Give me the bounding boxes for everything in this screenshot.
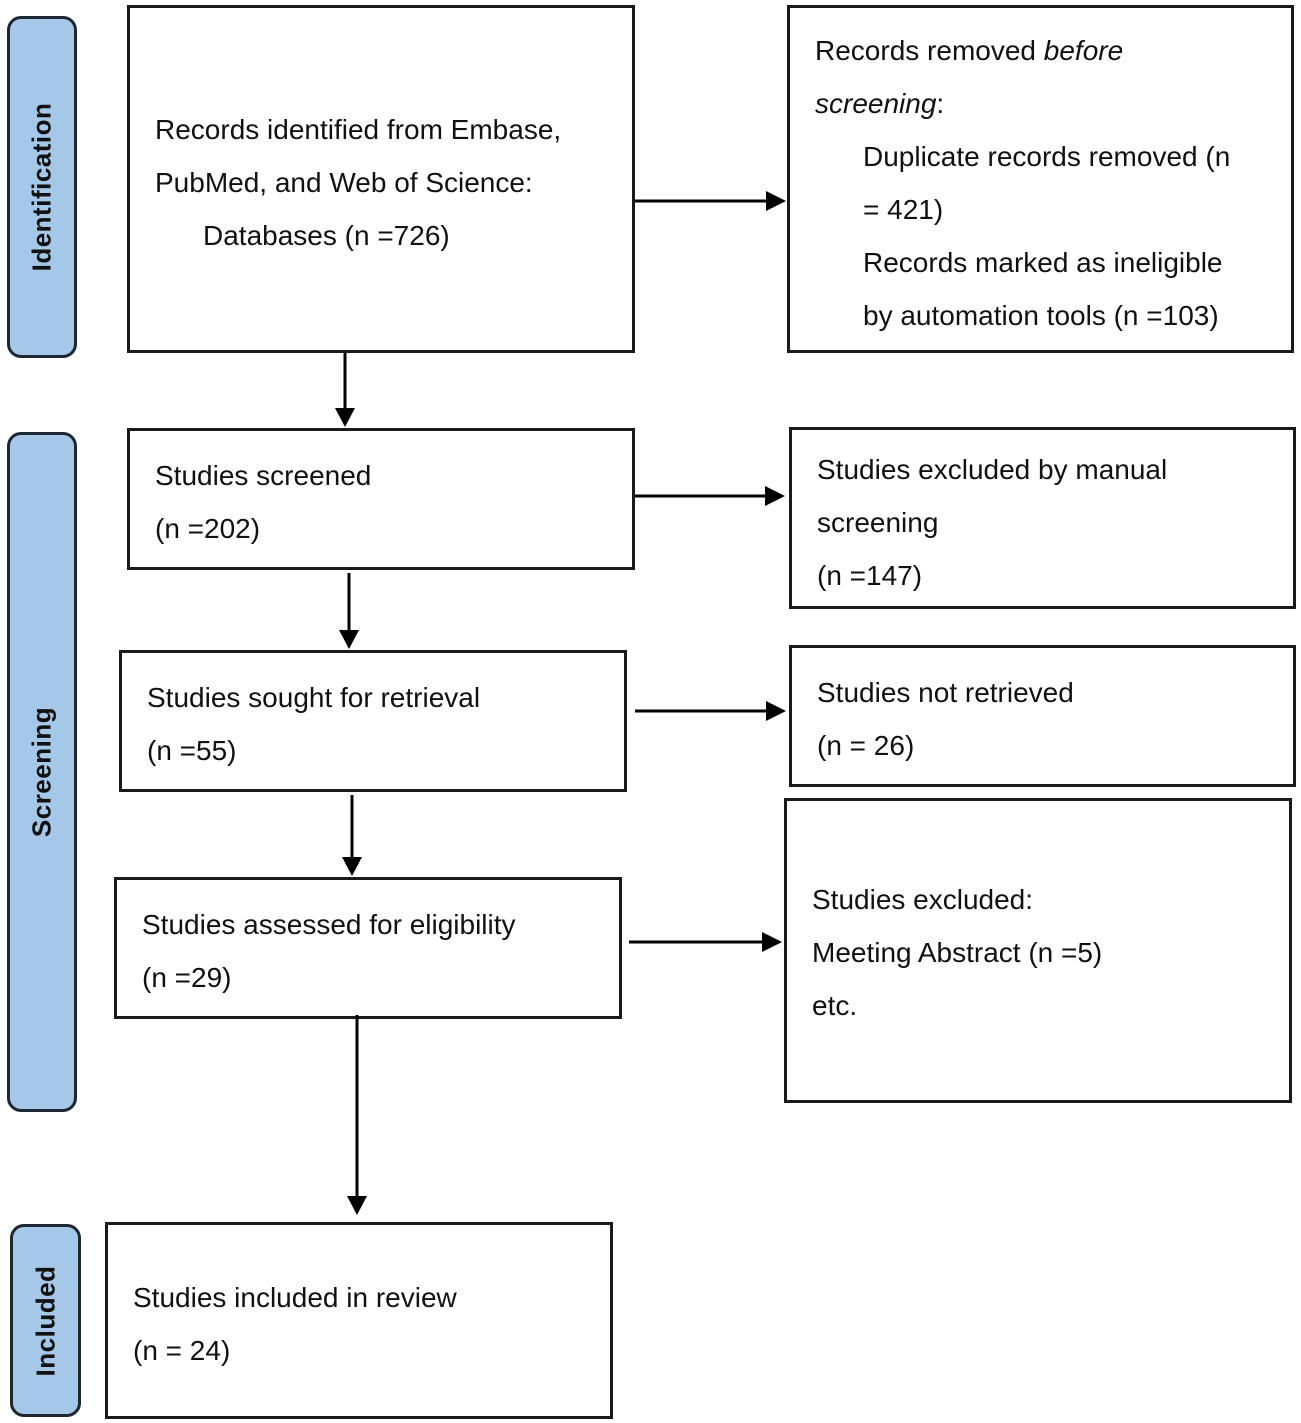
not-retrieved-count: (n = 26) xyxy=(817,730,915,761)
excluded-manual-line2: screening xyxy=(817,507,939,538)
excluded-manual-line1: Studies excluded by manual xyxy=(817,454,1168,485)
studies-sought-line1: Studies sought for retrieval xyxy=(147,682,481,713)
arrowhead-assessed-to-excluded xyxy=(762,932,782,952)
phase-screening: Screening xyxy=(7,432,77,1112)
ineligible-records-line1: Records marked as ineligible xyxy=(863,247,1223,278)
studies-included-line1: Studies included in review xyxy=(133,1282,457,1313)
studies-excluded-box: Studies excluded: Meeting Abstract (n =5… xyxy=(784,798,1292,1103)
phase-included: Included xyxy=(10,1224,81,1417)
records-identified-line2: PubMed, and Web of Science: xyxy=(155,167,533,198)
excluded-manual-box: Studies excluded by manual screening (n … xyxy=(789,427,1296,609)
records-removed-line2: screening: xyxy=(815,77,944,130)
phase-identification: Identification xyxy=(7,16,77,358)
studies-sought-count: (n =55) xyxy=(147,735,237,766)
studies-excluded-line1: Studies excluded: xyxy=(812,884,1034,915)
arrowhead-sought-to-not-retrieved xyxy=(766,701,786,721)
studies-assessed-box: Studies assessed for eligibility (n =29) xyxy=(114,877,622,1019)
excluded-manual-count: (n =147) xyxy=(817,560,923,591)
etc-line: etc. xyxy=(812,990,858,1021)
records-identified-line3: Databases (n =726) xyxy=(203,220,450,251)
studies-included-count: (n = 24) xyxy=(133,1335,231,1366)
meeting-abstract-line: Meeting Abstract (n =5) xyxy=(812,937,1103,968)
studies-screened-box: Studies screened (n =202) xyxy=(127,428,635,570)
records-identified-line1: Records identified from Embase, xyxy=(155,114,562,145)
not-retrieved-box: Studies not retrieved (n = 26) xyxy=(789,645,1296,787)
arrowhead-screened-to-excluded-manual xyxy=(765,486,785,506)
records-removed-line1: Records removed before xyxy=(815,24,1123,77)
ineligible-records-line2: by automation tools (n =103) xyxy=(863,300,1219,331)
arrowhead-identified-to-screened xyxy=(335,408,355,427)
arrowhead-sought-to-assessed xyxy=(342,857,362,876)
records-removed-line2-italic: screening xyxy=(815,88,937,119)
studies-assessed-count: (n =29) xyxy=(142,962,232,993)
arrowhead-identified-to-removed xyxy=(766,191,786,211)
arrowhead-screened-to-sought xyxy=(339,630,359,649)
studies-assessed-line1: Studies assessed for eligibility xyxy=(142,909,516,940)
studies-included-box: Studies included in review (n = 24) xyxy=(105,1222,613,1419)
records-removed-line2-suffix: : xyxy=(936,88,945,119)
records-identified-box: Records identified from Embase, PubMed, … xyxy=(127,5,635,353)
records-removed-box: Records removed before screening: Duplic… xyxy=(787,5,1294,353)
not-retrieved-line1: Studies not retrieved xyxy=(817,677,1074,708)
duplicate-records-line1: Duplicate records removed (n xyxy=(863,141,1231,172)
studies-screened-line1: Studies screened xyxy=(155,460,372,491)
arrowhead-assessed-to-included xyxy=(347,1196,367,1215)
studies-screened-count: (n =202) xyxy=(155,513,261,544)
duplicate-records-line2: = 421) xyxy=(863,194,944,225)
records-removed-line1-italic: before xyxy=(1043,35,1124,66)
studies-sought-box: Studies sought for retrieval (n =55) xyxy=(119,650,627,792)
records-removed-line1-prefix: Records removed xyxy=(815,35,1044,66)
